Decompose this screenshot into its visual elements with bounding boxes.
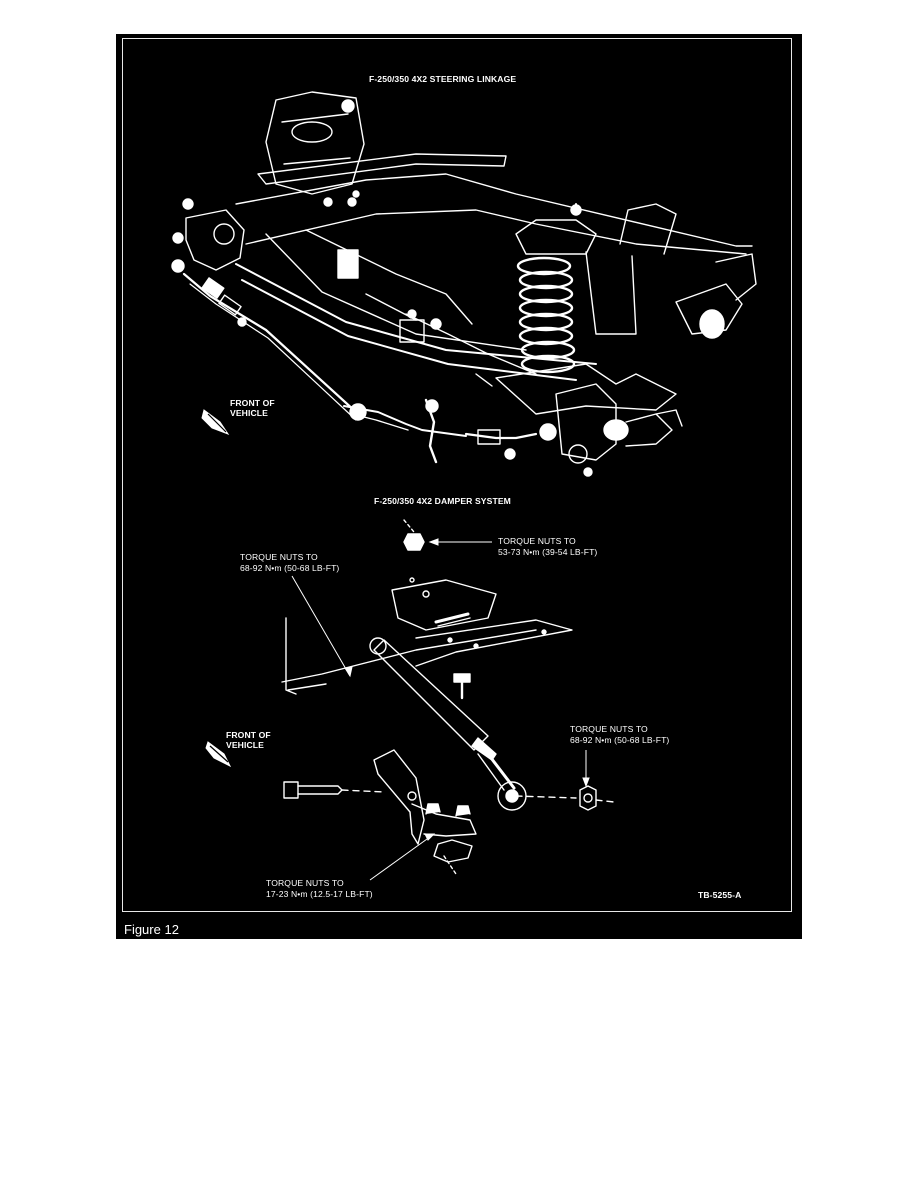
damper-body	[373, 639, 489, 751]
damper-system-drawing	[281, 519, 615, 875]
callout-right-line1: TORQUE NUTS TO	[570, 724, 648, 734]
front-label-top-line1: FRONT OF	[230, 398, 275, 408]
damper-title: F-250/350 4X2 DAMPER SYSTEM	[374, 496, 511, 506]
steering-linkage-drawing	[171, 91, 757, 477]
figure-code: TB-5255-A	[698, 890, 742, 900]
coil-spring	[516, 256, 576, 374]
callout-right-line2: 68-92 N•m (50-68 LB-FT)	[570, 735, 670, 745]
steering-title: F-250/350 4X2 STEERING LINKAGE	[369, 74, 517, 84]
front-label-bottom-line2: VEHICLE	[226, 740, 264, 750]
front-label-top-line2: VEHICLE	[230, 408, 268, 418]
figure-panel: F-250/350 4X2 STEERING LINKAGE FRONT OF …	[116, 34, 802, 939]
leader-lines	[291, 538, 590, 881]
illustration	[171, 91, 757, 881]
callout-bottom-line2: 17-23 N•m (12.5-17 LB-FT)	[266, 889, 373, 899]
figure-caption: Figure 12	[124, 922, 179, 937]
callout-top-left-line2: 68-92 N•m (50-68 LB-FT)	[240, 563, 340, 573]
callout-top-left-line1: TORQUE NUTS TO	[240, 552, 318, 562]
figure-frame	[122, 38, 792, 912]
front-label-bottom-line1: FRONT OF	[226, 730, 271, 740]
callout-bottom-line1: TORQUE NUTS TO	[266, 878, 344, 888]
callout-top-right-line2: 53-73 N•m (39-54 LB-FT)	[498, 547, 598, 557]
callout-top-right-line1: TORQUE NUTS TO	[498, 536, 576, 546]
